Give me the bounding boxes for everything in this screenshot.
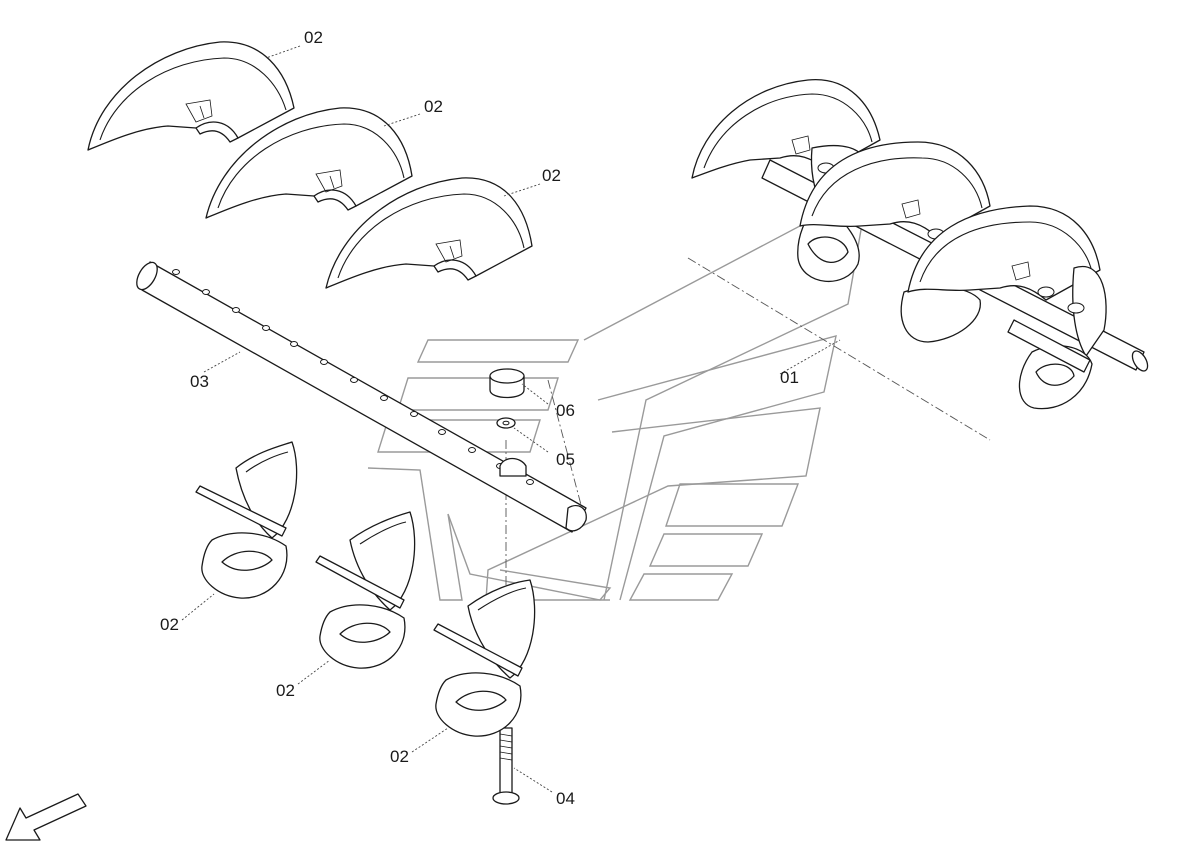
washer (496, 417, 516, 429)
callout-cap: 06 (556, 401, 575, 420)
callout-shaft: 03 (190, 372, 209, 391)
leader-lines (181, 45, 841, 793)
shaft (136, 261, 587, 533)
arrow-down-left-icon (5, 793, 87, 841)
shell-bottom-1 (195, 441, 298, 599)
callout-bolt: 04 (556, 789, 575, 808)
shell-bottom-3 (433, 579, 536, 737)
callout-shell-bottom-2: 02 (276, 681, 295, 700)
callout-shell-bottom-3: 02 (390, 747, 409, 766)
callout-shell-bottom-1: 02 (160, 615, 179, 634)
cap (489, 368, 525, 399)
callout-washer: 05 (556, 450, 575, 469)
callouts: 02 02 02 01 03 06 05 02 02 02 04 (160, 28, 799, 808)
bolt (492, 727, 520, 805)
shell-top-1 (87, 41, 295, 151)
shell-top-2 (205, 107, 413, 219)
callout-shell-top-1: 02 (304, 28, 323, 47)
callout-assembly: 01 (780, 368, 799, 387)
auger-assembly (691, 79, 1149, 410)
callout-shell-top-2: 02 (424, 97, 443, 116)
shell-top-3 (325, 177, 533, 289)
callout-shell-top-3: 02 (542, 166, 561, 185)
shell-bottom-2 (315, 511, 416, 669)
